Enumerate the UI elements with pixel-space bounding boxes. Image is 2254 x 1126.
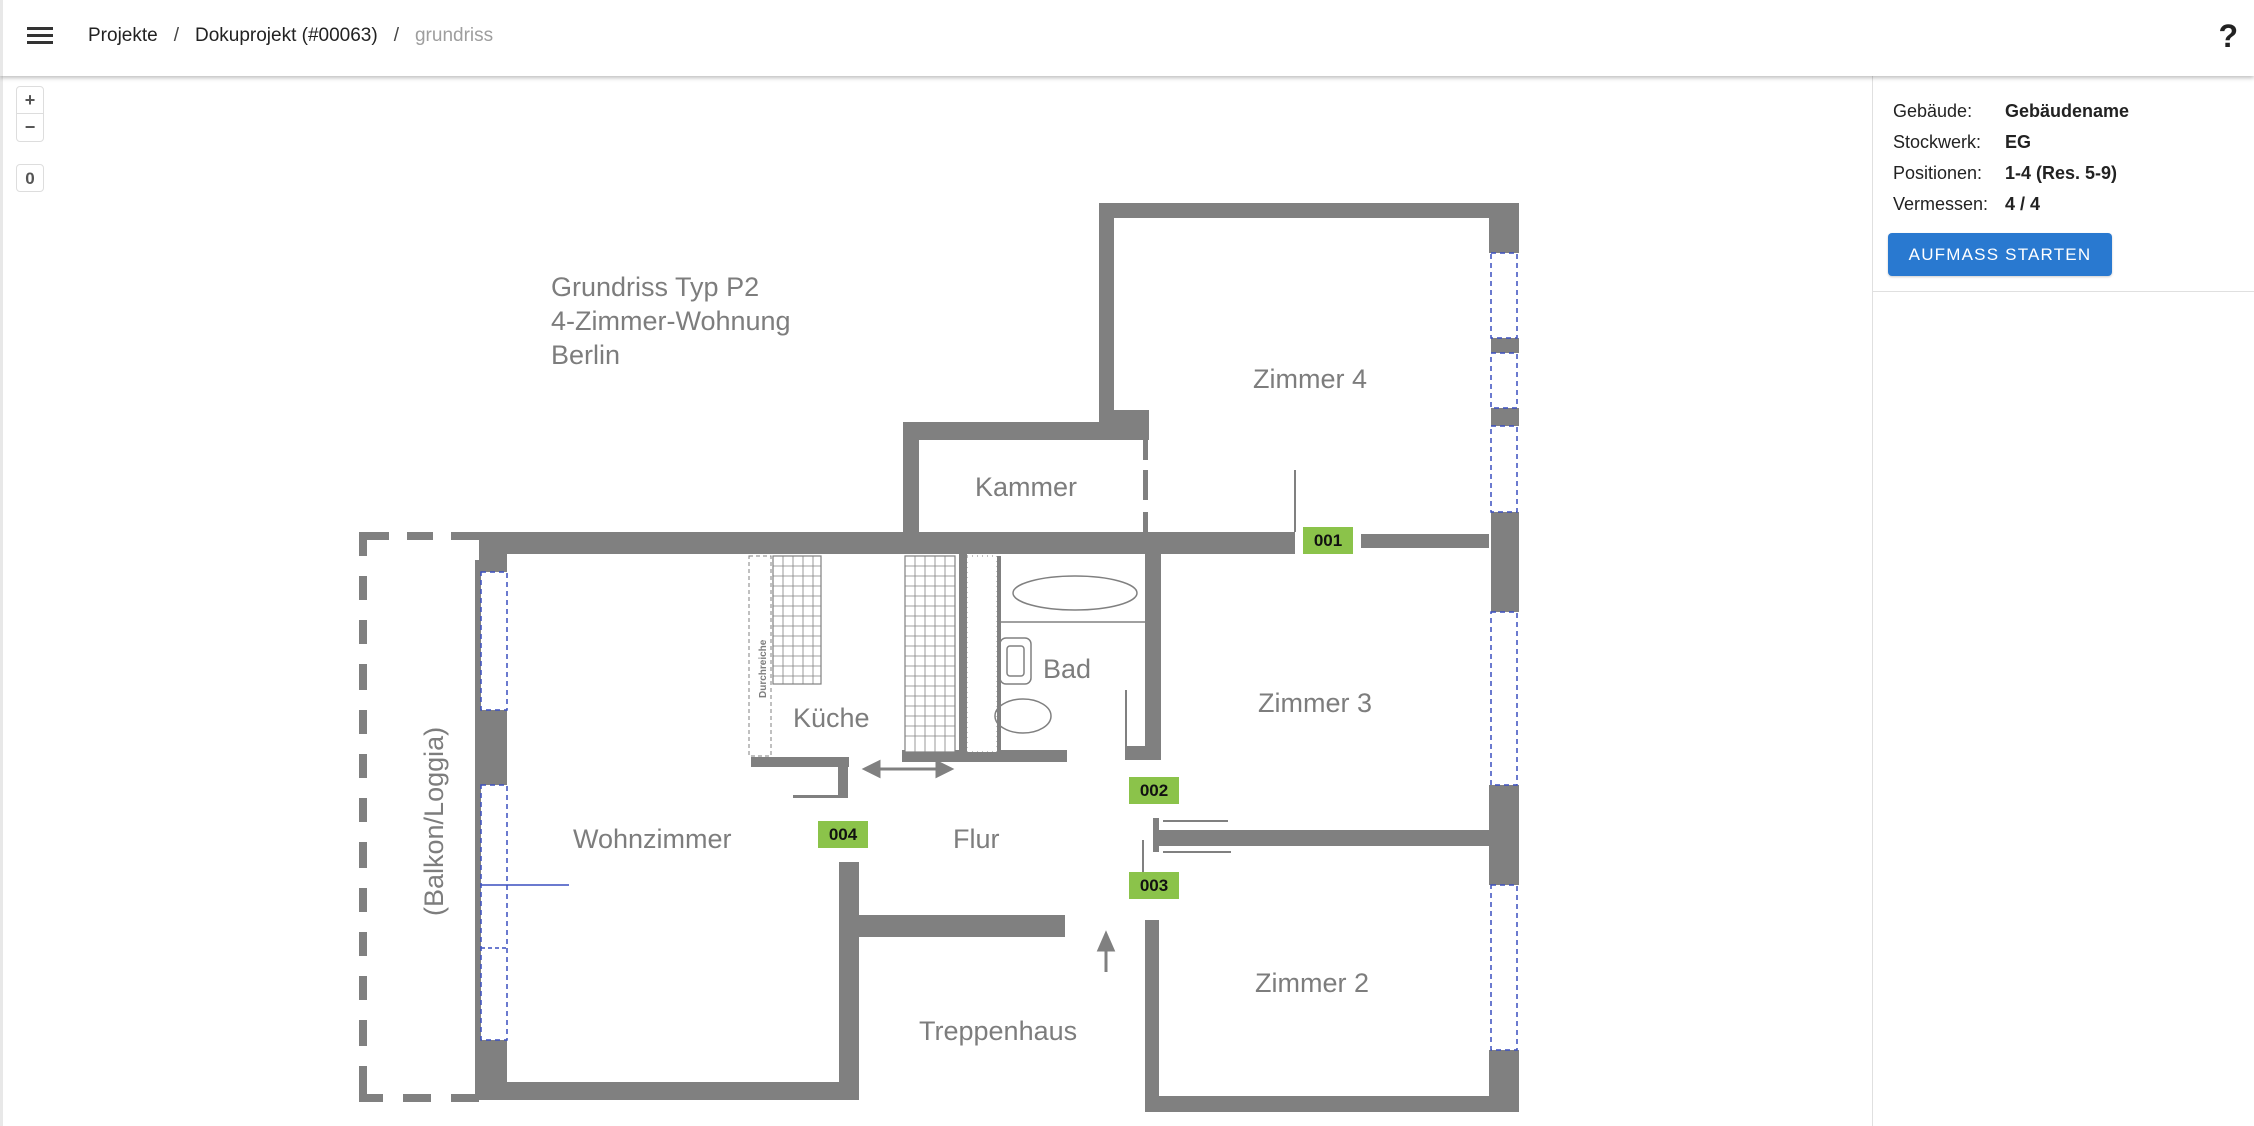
- info-row-positionen: Positionen: 1-4 (Res. 5-9): [1893, 158, 2129, 189]
- info-value: Gebäudename: [2005, 101, 2130, 121]
- room-label-bad: Bad: [1043, 654, 1091, 684]
- room-label-kueche: Küche: [793, 703, 870, 733]
- breadcrumb-separator: /: [173, 25, 179, 46]
- room-label-wohnzimmer: Wohnzimmer: [573, 824, 732, 854]
- room-label-treppenhaus: Treppenhaus: [919, 1016, 1077, 1046]
- floorplan-drawing: Grundriss Typ P2 4-Zimmer-Wohnung Berlin…: [356, 203, 1519, 1112]
- start-measurement-button[interactable]: AUFMASS STARTEN: [1888, 233, 2112, 276]
- info-row-vermessen: Vermessen: 4 / 4: [1893, 189, 2129, 220]
- breadcrumb-projekte[interactable]: Projekte: [88, 25, 158, 46]
- breadcrumb-project[interactable]: Dokuprojekt (#00063): [194, 25, 378, 46]
- help-icon[interactable]: ?: [2218, 18, 2238, 54]
- room-label-zimmer2: Zimmer 2: [1255, 968, 1369, 998]
- breadcrumb-current: grundriss: [414, 25, 494, 46]
- info-value: 1-4 (Res. 5-9): [2005, 163, 2118, 183]
- info-value: 4 / 4: [2005, 194, 2041, 214]
- room-label-zimmer4: Zimmer 4: [1253, 364, 1367, 394]
- label-durchreiche: Durchreiche: [758, 639, 769, 698]
- position-badge-001[interactable]: 001: [1303, 527, 1353, 554]
- room-label-balkon: (Balkon/Loggia): [419, 727, 449, 916]
- info-row-stockwerk: Stockwerk: EG: [1893, 127, 2129, 158]
- position-badge-004[interactable]: 004: [818, 821, 868, 848]
- room-label-flur: Flur: [953, 824, 1000, 854]
- floorplan-map[interactable]: Grundriss Typ P2 4-Zimmer-Wohnung Berlin…: [0, 76, 1872, 1126]
- breadcrumb-separator: /: [393, 25, 399, 46]
- plan-title-line2: 4-Zimmer-Wohnung: [551, 306, 791, 336]
- hamburger-menu-icon[interactable]: [27, 24, 53, 50]
- info-label: Vermessen:: [1893, 194, 1989, 214]
- zoom-out-button[interactable]: −: [24, 117, 36, 137]
- divider: [1873, 291, 2254, 292]
- info-label: Gebäude:: [1893, 101, 1973, 121]
- floor-level-button[interactable]: 0: [16, 164, 44, 192]
- info-label: Positionen:: [1893, 163, 1983, 183]
- zoom-in-button[interactable]: +: [17, 87, 43, 114]
- info-row-gebaeude: Gebäude: Gebäudename: [1893, 96, 2129, 127]
- zoom-control: + −: [16, 86, 44, 142]
- breadcrumb: Projekte / Dokuprojekt (#00063) / grundr…: [88, 25, 493, 47]
- plan-title-line3: Berlin: [551, 340, 620, 370]
- plan-title-line1: Grundriss Typ P2: [551, 272, 759, 302]
- top-app-bar: Projekte / Dokuprojekt (#00063) / grundr…: [0, 0, 2254, 76]
- position-badge-003[interactable]: 003: [1129, 872, 1179, 899]
- position-badge-002[interactable]: 002: [1129, 777, 1179, 804]
- room-label-kammer: Kammer: [975, 472, 1077, 502]
- info-label: Stockwerk:: [1893, 132, 1982, 152]
- info-panel: Gebäude: Gebäudename Stockwerk: EG Posit…: [1872, 76, 2254, 1126]
- building-info: Gebäude: Gebäudename Stockwerk: EG Posit…: [1893, 96, 2129, 220]
- room-label-zimmer3: Zimmer 3: [1258, 688, 1372, 718]
- info-value: EG: [2005, 132, 2032, 152]
